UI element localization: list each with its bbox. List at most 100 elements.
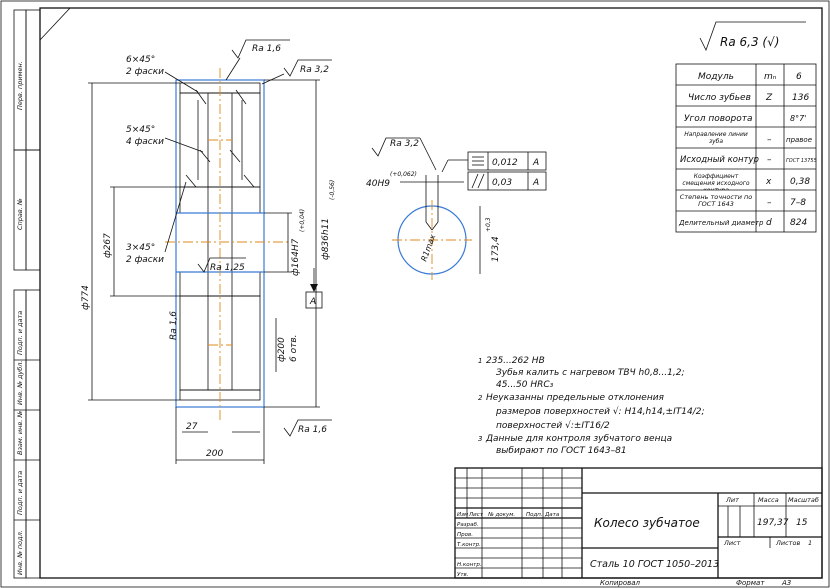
param-value: 824 xyxy=(790,218,807,228)
chamfer-hub-text: 3×45° xyxy=(126,243,155,253)
designation-box xyxy=(39,7,71,42)
param-name: Делительный диаметр xyxy=(678,219,764,227)
param-value: 6 xyxy=(796,72,802,82)
stamp-label: Взам. инв. № xyxy=(16,411,24,455)
param-symbol: – xyxy=(767,198,772,208)
stamp-label: Инв. № дубл. xyxy=(16,361,24,405)
tb-scale-label: Масштаб xyxy=(788,496,819,504)
chamfer-mid-note: 4 фаски xyxy=(126,137,164,147)
ra-keyway-text: Ra 3,2 xyxy=(390,139,419,149)
left-stamp-column: Перв. примен. Справ. № Подп. и дата Инв.… xyxy=(13,9,41,579)
format-value: А3 xyxy=(781,579,791,587)
dim-width-text: 200 xyxy=(206,449,223,459)
param-symbol: – xyxy=(767,155,772,165)
dim-hub-outer-text: ф267 xyxy=(103,233,113,258)
part-name: Колесо зубчатое xyxy=(594,516,700,530)
key-depth-tol: +0,3 xyxy=(485,217,492,232)
dim-tip-tol: (-0,56) xyxy=(329,180,336,200)
keyway-detail: Ra 3,2 40H9 (+0,062) 173,4 +0,3 R1max 0,… xyxy=(366,137,547,280)
tb-col-label: № докум. xyxy=(487,512,515,518)
tb-role: Пров. xyxy=(457,532,473,538)
tol1-value: 0,012 xyxy=(492,158,518,168)
param-value: 136 xyxy=(792,93,809,103)
ra-hub-text: Ra 1,25 xyxy=(210,263,245,273)
dim-bore-tol: (+0,04) xyxy=(299,209,306,232)
note-number: 3 xyxy=(478,435,482,443)
title-block: Изм Лист № докум. Подп. Дата Разраб. Про… xyxy=(454,467,823,579)
tb-sheets-value: 1 xyxy=(808,539,812,547)
tb-mass-value: 197,37 xyxy=(757,518,789,528)
format-label: Формат xyxy=(736,579,765,587)
param-name: Направление линии зуба xyxy=(684,131,748,145)
param-name: Степень точности по ГОСТ 1643 xyxy=(679,193,753,208)
tb-scale-value: 15 xyxy=(796,518,808,528)
param-name: Число зубьев xyxy=(688,93,751,103)
param-symbol: mₙ xyxy=(764,72,777,82)
param-symbol: x xyxy=(765,177,772,187)
general-roughness-text: Ra 6,3 (√) xyxy=(720,35,779,49)
ra-rim-text: Ra 3,2 xyxy=(300,65,329,75)
tech-notes: 1 235...262 HB Зубья калить с нагревом Т… xyxy=(478,356,705,456)
datum-a-box xyxy=(305,291,323,309)
tb-role: Разраб. xyxy=(457,522,479,528)
dim-holes-note: 6 отв. xyxy=(289,334,299,362)
note-number: 2 xyxy=(478,394,483,402)
param-name: Коэффициент смещения исходного контура xyxy=(682,173,750,190)
tb-col-label: Подп. xyxy=(526,512,543,518)
callout-texts: 6×45° 2 фаски 5×45° 4 фаски 3×45° 2 фаск… xyxy=(81,39,336,459)
stamp-label: Подп. и дата xyxy=(16,311,24,355)
param-value: 0,38 xyxy=(790,177,810,187)
note-line: 45...50 HRC₃ xyxy=(496,380,554,390)
dim-outer-text: ф774 xyxy=(81,285,91,310)
tb-col-label: Лист xyxy=(468,512,484,518)
param-name: Исходный контур xyxy=(680,155,759,165)
tol2-datum: A xyxy=(532,178,539,188)
param-name: Модуль xyxy=(698,72,734,82)
note-line: поверхностей √:±IT16/2 xyxy=(496,420,610,431)
tol1-datum: A xyxy=(532,158,539,168)
param-name: Угол поворота xyxy=(684,114,753,124)
tb-col-label: Изм xyxy=(457,512,468,518)
gear-section xyxy=(165,68,290,420)
param-value: 8°7' xyxy=(790,114,806,123)
tb-role: Утв. xyxy=(457,572,469,578)
part-material: Сталь 10 ГОСТ 1050–2013 xyxy=(590,559,719,570)
chamfer-hub-note: 2 фаски xyxy=(126,255,164,265)
dimension-lines xyxy=(88,57,320,464)
tb-role: Н.контр. xyxy=(457,562,482,568)
dim-bore-text: ф164H7 xyxy=(291,238,301,276)
param-symbol: Z xyxy=(765,93,773,103)
dim-tip-text: ф836h11 xyxy=(321,218,331,260)
param-symbol: – xyxy=(767,135,772,145)
tb-mass-label: Масса xyxy=(758,496,779,504)
chamfer-top-note: 2 фаски xyxy=(126,67,164,77)
param-value: ГОСТ 13755 xyxy=(786,158,817,164)
tol2-value: 0,03 xyxy=(492,178,512,188)
stamp-label: Инв. № подл. xyxy=(16,530,24,575)
note-number: 1 xyxy=(478,357,482,365)
ra-top-text: Ra 1,6 xyxy=(252,44,281,54)
param-symbol: d xyxy=(766,218,772,228)
dim-web-text: 27 xyxy=(186,422,198,432)
tb-role: Т.контр. xyxy=(457,542,481,548)
copied-label: Копировал xyxy=(600,579,641,587)
datum-a-text: A xyxy=(309,297,316,307)
param-table: Модуль mₙ 6 Число зубьев Z 136 Угол пово… xyxy=(675,63,817,233)
dim-holes-text: ф200 xyxy=(277,337,287,362)
tb-sheet-label: Лист xyxy=(723,539,741,547)
ra-web-text: Ra 1,6 xyxy=(169,311,179,340)
tb-sheets-label: Листов xyxy=(775,539,800,547)
stamp-label: Справ. № xyxy=(16,198,24,230)
param-value: правое xyxy=(786,136,812,144)
key-width-text: 40H9 xyxy=(366,179,390,189)
note-line: выбирают по ГОСТ 1643–81 xyxy=(496,446,627,456)
note-line: Данные для контроля зубчатого венца xyxy=(485,434,672,444)
chamfer-mid-text: 5×45° xyxy=(126,125,155,135)
tb-col-label: Дата xyxy=(544,512,560,518)
note-line: Зубья калить с нагревом ТВЧ h0,8...1,2; xyxy=(496,368,684,378)
tb-lit-label: Лит xyxy=(725,496,739,504)
note-line: Неуказанны предельные отклонения xyxy=(486,393,665,403)
param-value: 7–8 xyxy=(790,198,806,208)
